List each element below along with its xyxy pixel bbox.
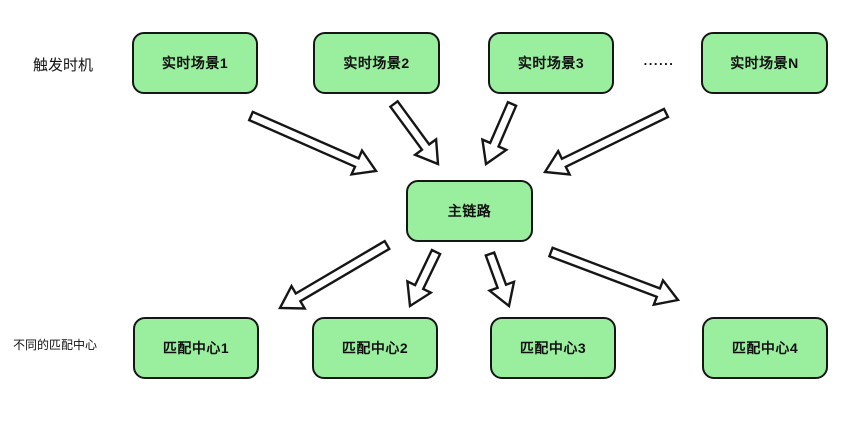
node-match-1: 匹配中心1 — [133, 317, 259, 379]
node-scene-3: 实时场景3 — [488, 32, 614, 94]
node-match-4: 匹配中心4 — [702, 317, 828, 379]
arrow-scene-3-to-main-link — [480, 100, 518, 167]
ellipsis-more-scenes: ...... — [643, 53, 675, 68]
top-row-label: 触发时机 — [33, 57, 94, 74]
node-scene-2: 实时场景2 — [313, 32, 440, 94]
arrow-main-link-to-match-1 — [278, 239, 391, 310]
arrow-main-link-to-match-4 — [547, 246, 681, 307]
arrow-scene-n-to-main-link — [542, 107, 670, 176]
arrow-scene-2-to-main-link — [388, 99, 440, 166]
arrow-main-link-to-match-2 — [405, 248, 442, 309]
node-scene-n: 实时场景N — [701, 32, 828, 94]
arrow-scene-1-to-main-link — [247, 110, 379, 176]
node-match-3: 匹配中心3 — [490, 317, 616, 379]
node-main-link: 主链路 — [406, 180, 533, 242]
arrow-main-link-to-match-3 — [484, 250, 516, 309]
bottom-row-label: 不同的匹配中心 — [13, 338, 98, 352]
node-scene-1: 实时场景1 — [132, 32, 258, 94]
node-match-2: 匹配中心2 — [312, 317, 438, 379]
